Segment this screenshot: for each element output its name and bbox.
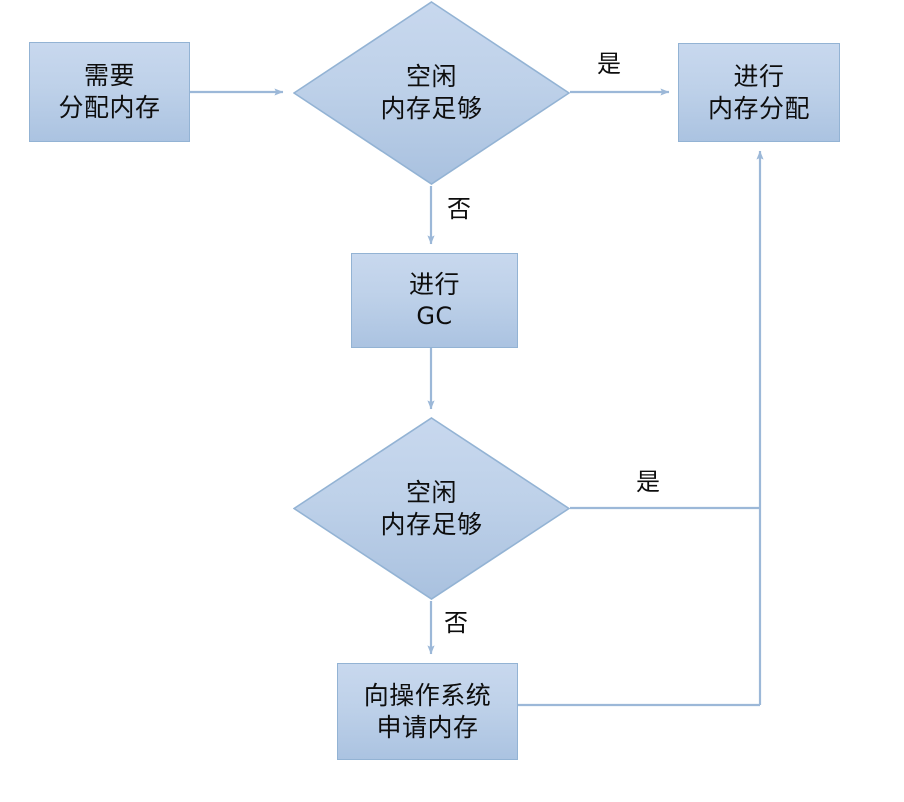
node-do-alloc-line-2: 内存分配 bbox=[707, 93, 810, 123]
edge-label-yes-1: 是 bbox=[597, 50, 622, 78]
node-do-gc-line-1: 进行 bbox=[408, 270, 460, 300]
node-do-alloc[interactable]: 进行 内存分配 bbox=[678, 43, 840, 142]
node-free-mem-enough-1[interactable]: 空闲 内存足够 bbox=[293, 1, 570, 185]
node-need-alloc-line-1: 需要 bbox=[83, 61, 135, 90]
edge-label-no-1: 否 bbox=[447, 195, 472, 223]
node-free-mem-enough-1-line-2: 内存足够 bbox=[380, 94, 483, 123]
node-do-alloc-line-1: 进行 bbox=[733, 61, 785, 91]
node-need-alloc-line-2: 分配内存 bbox=[58, 93, 161, 122]
node-request-os-mem[interactable]: 向操作系统 申请内存 bbox=[337, 663, 518, 760]
diamond-shape-icon bbox=[293, 1, 570, 185]
node-free-mem-enough-2-text: 空闲 内存足够 bbox=[380, 477, 482, 541]
node-free-mem-enough-2-line-2: 内存足够 bbox=[380, 509, 483, 539]
node-do-gc-line-2: GC bbox=[416, 302, 453, 331]
diamond-shape-icon bbox=[293, 417, 570, 600]
edge-label-no-2: 否 bbox=[444, 609, 469, 637]
edge-label-yes-2: 是 bbox=[636, 468, 661, 496]
node-request-os-mem-line-2: 申请内存 bbox=[376, 712, 479, 742]
node-free-mem-enough-1-line-1: 空闲 bbox=[405, 62, 457, 91]
node-free-mem-enough-2-line-1: 空闲 bbox=[405, 477, 457, 507]
node-free-mem-enough-2[interactable]: 空闲 内存足够 bbox=[293, 417, 570, 600]
node-request-os-mem-line-1: 向操作系统 bbox=[363, 680, 492, 710]
node-free-mem-enough-1-text: 空闲 内存足够 bbox=[380, 61, 482, 125]
node-need-alloc[interactable]: 需要 分配内存 bbox=[29, 42, 190, 142]
node-do-gc[interactable]: 进行 GC bbox=[351, 253, 518, 348]
